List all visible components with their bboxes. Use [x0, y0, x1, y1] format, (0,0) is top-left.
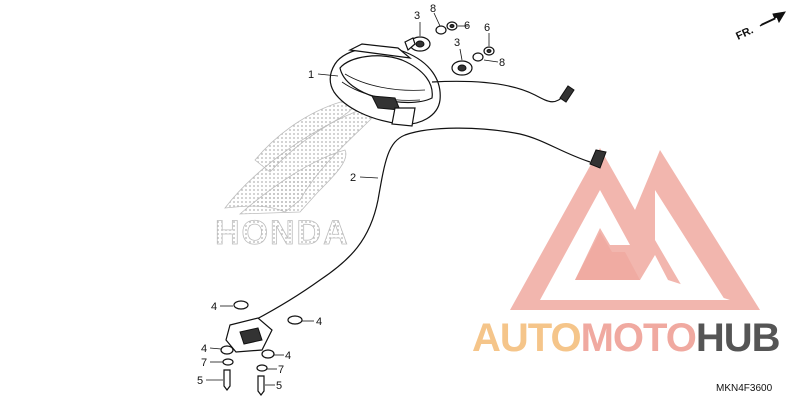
- callout-4: 4: [211, 301, 217, 313]
- washer-7a: [222, 358, 234, 366]
- callout-4: 4: [316, 316, 322, 328]
- mounting-hardware-top: [404, 21, 495, 76]
- front-direction-arrow-icon: [759, 11, 786, 27]
- watermark-text: AUTOMOTOHUB: [472, 316, 780, 360]
- callout-8: 8: [430, 3, 436, 15]
- license-light-unit: [220, 300, 303, 396]
- callout-3: 3: [454, 37, 460, 49]
- callout-8: 8: [499, 57, 505, 69]
- washer-8b: [472, 52, 484, 62]
- watermark-text-moto: MOTO: [581, 316, 696, 360]
- washer-7b: [256, 364, 268, 372]
- honda-logo-text: HONDA: [215, 214, 350, 252]
- callout-4: 4: [285, 350, 291, 362]
- tail-light-wire: [431, 80, 575, 103]
- callout-leaders: [206, 12, 499, 386]
- front-direction-label: FR.: [734, 24, 755, 42]
- diagram-code: MKN4F3600: [716, 383, 773, 394]
- callout-5: 5: [276, 380, 282, 392]
- front-direction-indicator: FR.: [734, 11, 786, 43]
- callout-1: 1: [308, 69, 314, 81]
- grommet-4b: [287, 315, 303, 325]
- callout-6: 6: [484, 22, 490, 34]
- screw-5a: [223, 369, 231, 391]
- callouts: 1 2 3 8 6 3 6 8 4 4 4 4 7 7 5 5: [197, 3, 505, 392]
- callout-5: 5: [197, 375, 203, 387]
- watermark-logo: [510, 148, 760, 310]
- grommet-4d: [261, 349, 275, 359]
- callout-4: 4: [201, 343, 207, 355]
- callout-7: 7: [201, 357, 207, 369]
- tail-light-assembly: [329, 43, 441, 127]
- washer-8a: [435, 25, 447, 35]
- sub-harness: [254, 127, 607, 321]
- screw-5b: [257, 375, 265, 396]
- watermark-text-auto: AUTO: [472, 316, 581, 360]
- grommet-4c: [220, 345, 234, 355]
- honda-wing-logo: [224, 99, 375, 215]
- callout-7: 7: [278, 364, 284, 376]
- grommet-4a: [233, 300, 249, 310]
- callout-3: 3: [414, 10, 420, 22]
- callout-6: 6: [464, 20, 470, 32]
- watermark-text-hub: HUB: [696, 316, 780, 360]
- callout-2: 2: [350, 172, 356, 184]
